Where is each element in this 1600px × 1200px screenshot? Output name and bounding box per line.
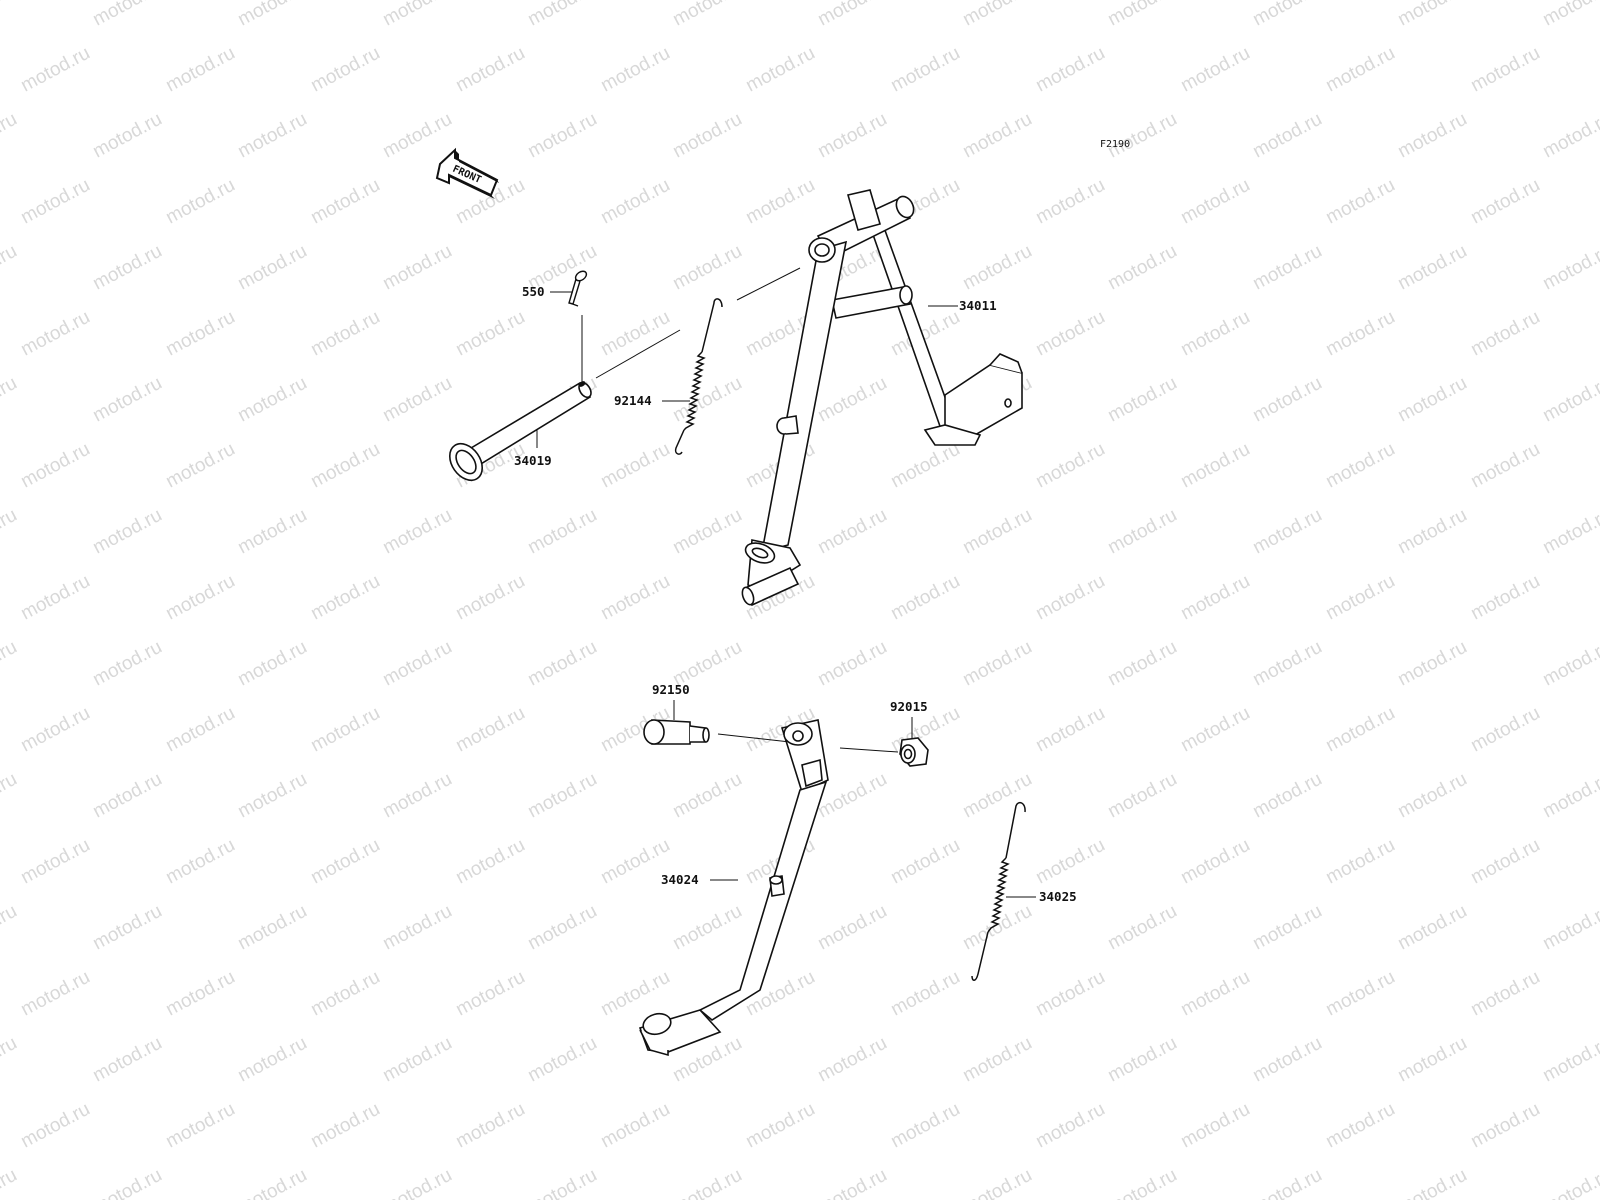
part-92150-axis-line bbox=[717, 733, 791, 743]
part-92150-bolt[interactable] bbox=[643, 719, 710, 745]
part-34019-pivot-shaft[interactable] bbox=[443, 381, 593, 487]
part-label-92144: 92144 bbox=[614, 393, 652, 408]
part-label-550: 550 bbox=[522, 284, 545, 299]
part-34019-axis-line bbox=[595, 329, 681, 379]
part-92015-nut[interactable] bbox=[899, 737, 929, 767]
part-34025-spring[interactable] bbox=[971, 801, 1026, 981]
part-label-34025: 34025 bbox=[1039, 889, 1077, 904]
part-label-34019: 34019 bbox=[514, 453, 552, 468]
part-label-34024: 34024 bbox=[661, 872, 699, 887]
part-92144-axis-line bbox=[736, 267, 801, 301]
part-label-34011: 34011 bbox=[959, 298, 997, 313]
part-34011-center-stand[interactable] bbox=[740, 189, 1023, 607]
figure-code: F2190 bbox=[1100, 139, 1130, 150]
part-34024-side-stand[interactable] bbox=[638, 719, 829, 1057]
part-label-92150: 92150 bbox=[652, 682, 690, 697]
part-label-92015: 92015 bbox=[890, 699, 928, 714]
part-92144-spring[interactable] bbox=[674, 298, 723, 455]
front-arrow-icon: FRONT bbox=[435, 147, 499, 199]
part-550-cotter-pin[interactable] bbox=[568, 269, 588, 307]
part-92015-axis-line bbox=[839, 747, 899, 753]
